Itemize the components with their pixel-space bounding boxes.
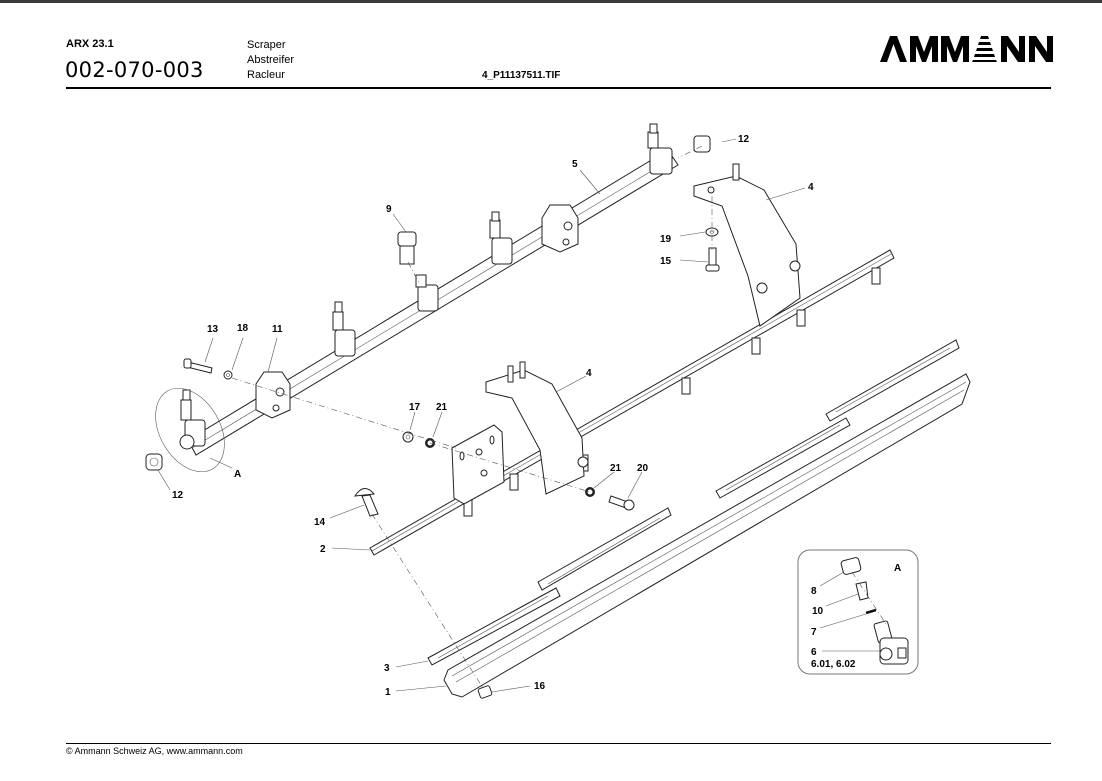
leader-lines bbox=[157, 138, 806, 693]
callout-13: 13 bbox=[207, 324, 219, 335]
callout-20: 20 bbox=[637, 463, 649, 474]
detail-a-title: A bbox=[894, 563, 901, 574]
bolt-20 bbox=[608, 495, 635, 511]
callout-1: 1 bbox=[385, 687, 391, 698]
callout-4-top: 4 bbox=[808, 182, 814, 193]
callout-11: 11 bbox=[272, 324, 283, 335]
callout-4-middle: 4 bbox=[586, 368, 592, 379]
callout-A: A bbox=[234, 469, 241, 480]
callout-9: 9 bbox=[386, 204, 392, 215]
copyright-footer: © Ammann Schweiz AG, www.ammann.com bbox=[66, 746, 243, 756]
elbow-fitting-9 bbox=[397, 231, 417, 265]
detail-callout-7: 7 bbox=[811, 627, 817, 638]
title-fr: Racleur bbox=[247, 69, 285, 81]
scraper-rail-1 bbox=[443, 373, 971, 698]
scraper-blades-3 bbox=[427, 339, 960, 666]
callout-19: 19 bbox=[660, 234, 672, 245]
mount-plate bbox=[451, 424, 505, 505]
nozzle-holders bbox=[179, 123, 673, 450]
logo-graphic bbox=[880, 36, 1053, 62]
nut-17 bbox=[402, 431, 414, 443]
title-de: Abstreifer bbox=[247, 54, 295, 66]
callout-18: 18 bbox=[237, 323, 249, 334]
model-name: ARX 23.1 bbox=[66, 38, 114, 50]
callout-16: 16 bbox=[534, 681, 546, 692]
title-en: Scraper bbox=[247, 39, 286, 51]
part-titles: Scraper Abstreifer Racleur bbox=[247, 38, 294, 83]
detail-callout-10: 10 bbox=[812, 606, 824, 617]
footer-rule bbox=[66, 743, 1051, 744]
carriage-bolt-14 bbox=[354, 488, 379, 517]
o-ring-7 bbox=[865, 608, 877, 615]
washer-21-right bbox=[585, 487, 595, 497]
bolt-15 bbox=[705, 247, 720, 272]
detail-callout-8: 8 bbox=[811, 586, 817, 597]
callout-3: 3 bbox=[384, 663, 390, 674]
ammann-logo bbox=[880, 32, 1055, 70]
image-filename: 4_P11137511.TIF bbox=[482, 70, 561, 81]
part-number: 002-070-003 bbox=[65, 58, 204, 82]
cap-12-top bbox=[693, 135, 711, 153]
callout-21-left: 21 bbox=[436, 402, 448, 413]
callout-12-left: 12 bbox=[172, 490, 184, 501]
top-border bbox=[0, 0, 1102, 3]
detail-callout-6: 6 bbox=[811, 647, 817, 658]
callout-2: 2 bbox=[320, 544, 326, 555]
detail-callout-6-variants: 6.01, 6.02 bbox=[811, 659, 856, 670]
callout-17: 17 bbox=[409, 402, 421, 413]
insert-10 bbox=[855, 581, 869, 601]
washer-18 bbox=[223, 370, 233, 380]
callout-21-right: 21 bbox=[610, 463, 622, 474]
cap-12-left bbox=[145, 453, 163, 471]
bracket-4-top bbox=[693, 163, 801, 327]
detail-a-marker bbox=[155, 387, 225, 473]
callout-15: 15 bbox=[660, 256, 672, 267]
bracket-4-middle bbox=[485, 361, 589, 495]
detail-a-box: A 8 10 7 6 6.01, 6.02 bbox=[797, 549, 919, 675]
clamp-11 bbox=[255, 371, 291, 419]
callout-12-top: 12 bbox=[738, 134, 750, 145]
bolt-13 bbox=[183, 358, 213, 374]
callout-14: 14 bbox=[314, 517, 326, 528]
header-rule bbox=[66, 87, 1051, 89]
cap-16 bbox=[477, 685, 493, 699]
callout-5: 5 bbox=[572, 159, 578, 170]
clamp-11b bbox=[541, 204, 579, 253]
